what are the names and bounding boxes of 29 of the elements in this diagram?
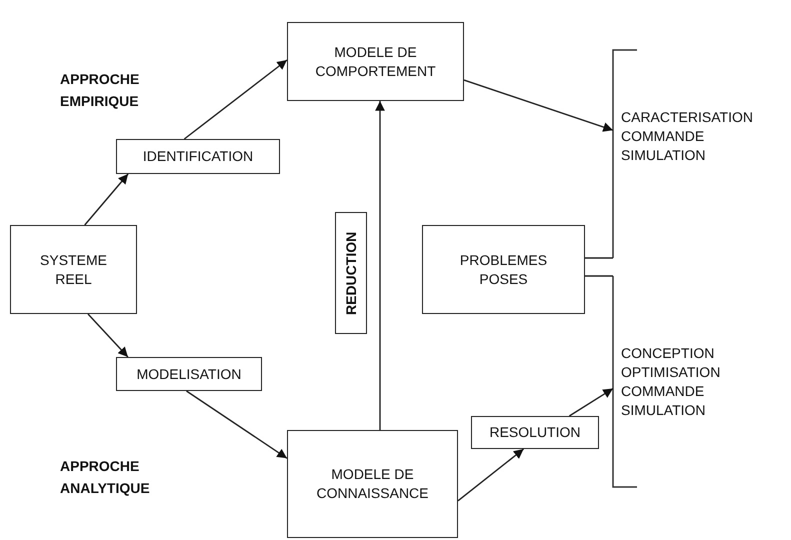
edge-label: REDUCTION xyxy=(335,212,367,334)
process-box xyxy=(287,22,464,101)
process-box xyxy=(287,430,458,538)
section-heading: APPROCHE ANALYTIQUE xyxy=(60,457,151,498)
arrow xyxy=(184,59,288,140)
process-box xyxy=(116,357,262,391)
arrow xyxy=(186,390,288,459)
arrow xyxy=(84,174,129,226)
arrow xyxy=(464,79,614,132)
process-box xyxy=(116,139,280,174)
arrow xyxy=(458,448,524,502)
box-label: SYSTEME REEL xyxy=(39,250,108,288)
arrow xyxy=(375,101,385,430)
process-box xyxy=(471,416,599,449)
item-list: CONCEPTION OPTIMISATION COMMANDE SIMULATION xyxy=(621,344,771,420)
arrow xyxy=(568,388,614,417)
box-label: IDENTIFICATION xyxy=(142,147,254,166)
box-label: MODELE DE CONNAISSANCE xyxy=(315,465,430,503)
process-box xyxy=(422,225,585,314)
box-label: MODELISATION xyxy=(136,364,242,384)
connector-line xyxy=(585,257,613,259)
arrow xyxy=(87,314,128,358)
item-list: CARACTERISATION COMMANDE SIMULATION xyxy=(621,108,771,165)
section-heading: APPROCHE EMPIRIQUE xyxy=(60,70,140,112)
box-label: PROBLEMES POSES xyxy=(458,250,548,288)
connector-line xyxy=(585,275,613,277)
process-box xyxy=(10,225,137,314)
box-label: RESOLUTION xyxy=(489,423,580,442)
box-label: MODELE DE COMPORTEMENT xyxy=(314,42,437,80)
